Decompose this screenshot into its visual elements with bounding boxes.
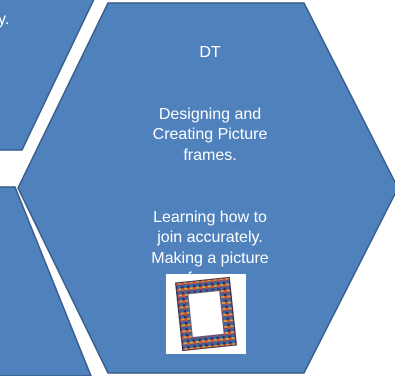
partial-hexagon-text: y. — [0, 11, 10, 28]
hexagon-subtitle: Designing and Creating Picture frames. — [152, 105, 268, 164]
hexagon-main-text: DT Designing and Creating Picture frames… — [100, 22, 320, 290]
hexagon-top-left-partial — [0, 0, 95, 151]
hexagon-main — [17, 2, 395, 374]
picture-frame-icon — [175, 276, 237, 352]
picture-frame-image — [166, 274, 246, 354]
hexagon-title: DT — [199, 43, 221, 61]
hexagon-bottom-left-partial — [0, 186, 92, 376]
